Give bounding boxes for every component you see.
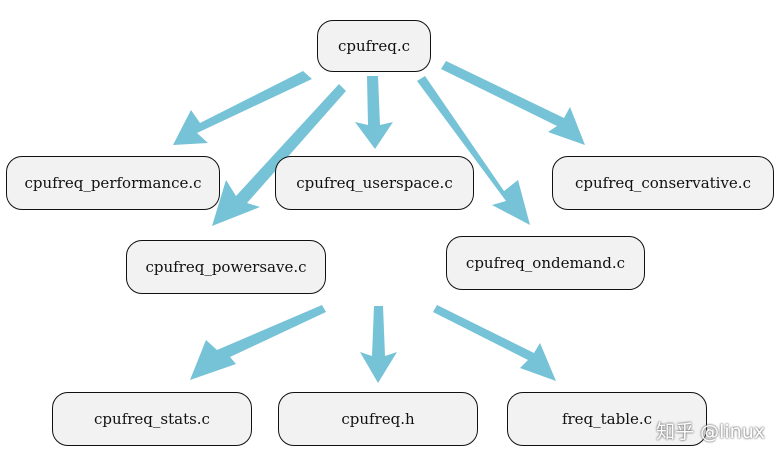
arrow-to-header	[360, 306, 397, 383]
arrow-root-to-performance	[173, 71, 312, 145]
arrows	[173, 61, 585, 383]
arrow-to-freq-table	[433, 305, 556, 381]
arrow-root-to-conservative	[441, 61, 585, 145]
node-cpufreq-ondemand: cpufreq_ondemand.c	[446, 236, 645, 290]
node-cpufreq-stats: cpufreq_stats.c	[52, 392, 252, 446]
node-cpufreq-userspace: cpufreq_userspace.c	[275, 156, 474, 210]
arrow-to-stats	[190, 305, 326, 380]
node-cpufreq-h: cpufreq.h	[278, 392, 478, 446]
node-freq-table: freq_table.c	[507, 392, 707, 446]
arrow-root-to-userspace	[355, 76, 393, 149]
node-cpufreq-conservative: cpufreq_conservative.c	[552, 156, 774, 210]
arrow-root-to-powersave	[212, 84, 346, 226]
node-cpufreq-powersave: cpufreq_powersave.c	[126, 240, 326, 294]
arrow-root-to-ondemand	[417, 76, 530, 225]
node-cpufreq-c: cpufreq.c	[317, 20, 431, 72]
node-cpufreq-performance: cpufreq_performance.c	[6, 156, 220, 210]
watermark: 知乎 @linux	[656, 421, 765, 443]
